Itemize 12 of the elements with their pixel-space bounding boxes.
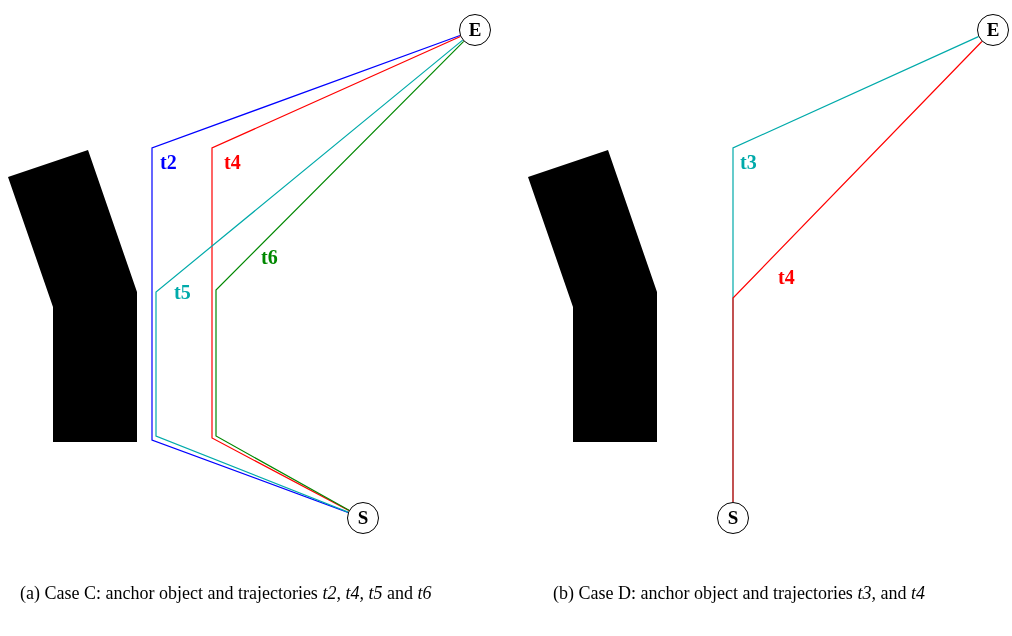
- subfigure-caption: (b) Case D: anchor object and trajectories t3, and t4: [553, 582, 926, 605]
- edge-label: t2: [160, 152, 177, 172]
- edge-label: t4: [224, 152, 241, 172]
- edge-label: t5: [174, 282, 191, 302]
- point-circle: E: [459, 14, 491, 46]
- subfigure-caption: (a) Case C: anchor object and trajectories t2, t4, t5 and t6: [20, 582, 433, 605]
- point-circle: S: [717, 502, 749, 534]
- edge-label: t3: [740, 152, 757, 172]
- point-circle: E: [977, 14, 1009, 46]
- edge-label: t4: [778, 267, 795, 287]
- edge-label: t6: [261, 247, 278, 267]
- point-circle: S: [347, 502, 379, 534]
